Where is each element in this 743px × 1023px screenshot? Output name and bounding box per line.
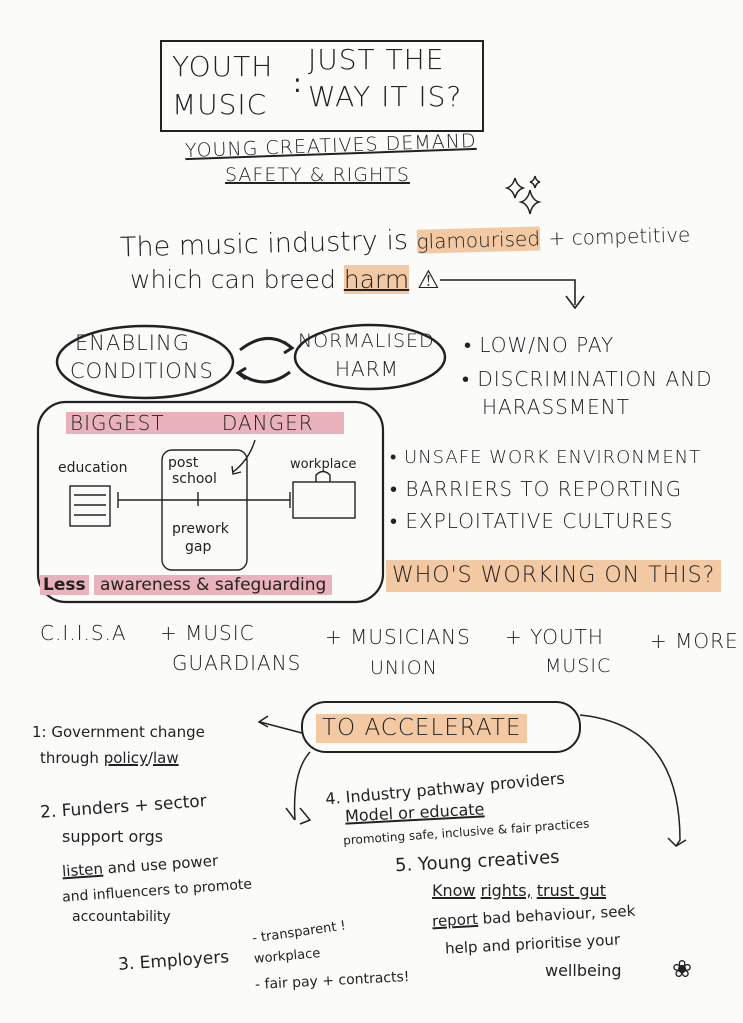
intro-line2-text: which can breed — [130, 265, 336, 294]
workplace-label: workplace — [290, 457, 357, 472]
workplace-briefcase-icon — [292, 481, 356, 519]
item5-line5: wellbeing — [545, 961, 622, 980]
item1-policy: policy — [103, 749, 148, 767]
item1-slash: / — [147, 749, 153, 767]
glamourised-highlight: glamourised — [416, 226, 541, 254]
item5-trust-gut: trust gut — [536, 881, 606, 900]
biggest-danger-heading: BIGGEST DANGER — [66, 412, 344, 434]
item2-line2: support orgs — [62, 827, 164, 846]
enabling-conditions-oval — [55, 324, 235, 400]
harm-item: • DISCRIMINATION AND — [462, 367, 713, 391]
to-accelerate-label: TO ACCELERATE — [316, 714, 528, 744]
harm-item: • LOW/NO PAY — [464, 333, 615, 357]
org-ciisa: C.I.I.S.A — [40, 621, 127, 645]
cycle-left-line1: ENABLING — [75, 331, 190, 355]
post-school-line1: post — [168, 455, 199, 471]
title-left-line1: YOUTH — [172, 50, 274, 83]
title-separator: : — [293, 69, 302, 99]
harm-item: • BARRIERS TO REPORTING — [390, 477, 683, 501]
danger-heading-left: BIGGEST — [70, 411, 165, 435]
biggest-danger-box — [36, 400, 385, 604]
org-musicians-union-line2: UNION — [370, 657, 438, 679]
item1-law: law — [152, 749, 179, 767]
flower-icon: ❀ — [672, 955, 693, 983]
timeline — [117, 492, 291, 508]
subtitle-line2: SAFETY & RIGHTS — [225, 164, 410, 186]
org-music-guardians-line2: GUARDIANS — [172, 651, 302, 675]
cycle-left-line2: CONDITIONS — [70, 359, 214, 383]
harm-item: • UNSAFE WORK ENVIRONMENT — [390, 447, 702, 468]
sparkle-icon — [504, 175, 542, 215]
item5-know: Know — [432, 881, 476, 900]
item5-report: report — [431, 909, 479, 931]
to-accelerate-oval — [301, 701, 581, 753]
org-more: + MORE — [650, 629, 739, 653]
org-youth-music-line1: + YOUTH — [505, 625, 604, 649]
prework-gap-line1: prework — [172, 521, 229, 537]
prework-gap-line2: gap — [185, 539, 212, 555]
harm-word: harm — [343, 265, 410, 294]
harm-item: HARASSMENT — [482, 395, 630, 419]
item2-line5: accountability — [72, 909, 171, 925]
whos-working-heading: WHO'S WORKING ON THIS? — [386, 560, 722, 593]
cycle-arrows — [235, 337, 295, 384]
normalised-harm-oval — [293, 323, 447, 391]
harm-arrow — [440, 279, 585, 310]
title-box — [160, 40, 484, 132]
intro-competitive: + competitive — [548, 222, 691, 251]
danger-heading-right: DANGER — [221, 411, 314, 435]
education-label: education — [58, 460, 128, 476]
item5-rights: rights, — [480, 881, 532, 900]
danger-footer: Less awareness & safeguarding — [40, 575, 333, 595]
awareness-safeguarding-label: awareness & safeguarding — [94, 575, 333, 595]
school-building-icon — [69, 485, 111, 527]
org-musicians-union-line1: + MUSICIANS — [325, 625, 471, 649]
title-right-line1: JUST THE — [308, 43, 445, 76]
harm-item: • EXPLOITATIVE CULTURES — [390, 509, 674, 533]
post-school-line2: school — [172, 471, 217, 487]
post-school-zone — [161, 449, 248, 571]
title-left-line2: MUSIC — [172, 88, 268, 121]
intro-line2: which can breed harm ⚠ — [130, 265, 440, 294]
item1-through: through — [40, 749, 99, 767]
cycle-right-line1: NORMALISED — [298, 330, 435, 352]
cycle-right-line2: HARM — [335, 357, 399, 381]
title-right-line2: WAY IT IS? — [308, 80, 463, 113]
less-label: Less — [40, 575, 89, 595]
org-youth-music-line2: MUSIC — [545, 655, 612, 677]
org-music-guardians-line1: + MUSIC — [160, 621, 255, 645]
item5-line2: Know rights, trust gut — [432, 882, 606, 900]
item2-listen: listen — [61, 859, 104, 881]
item1-line2: through policy/law — [40, 750, 179, 767]
item1-line1: 1: Government change — [32, 723, 205, 741]
warning-icon: ⚠ — [417, 265, 440, 294]
